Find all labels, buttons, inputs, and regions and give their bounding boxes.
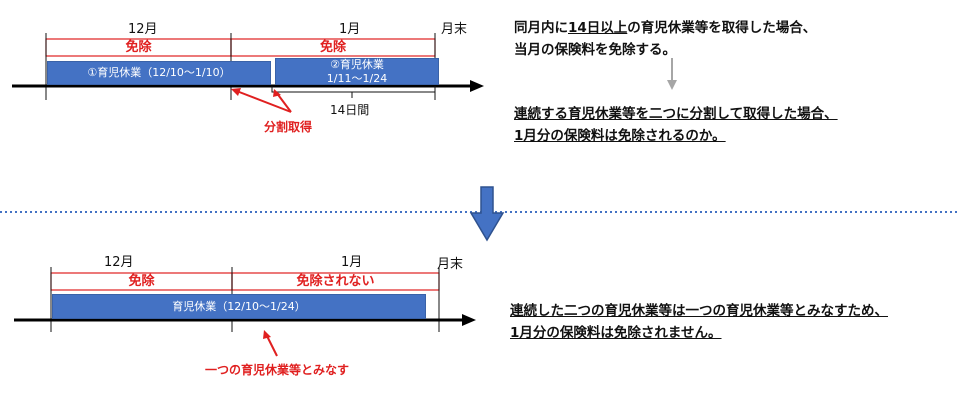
leave-bar-2-line2: 1/11〜1/24 [326, 71, 388, 85]
leave-bar-combined: 育児休業（12/10〜1/24） [52, 294, 426, 319]
bottom-exempt-dec-label: 免除 [128, 274, 155, 289]
gray-down-arrow [667, 58, 677, 90]
leave-bar-2: ②育児休業 1/11〜1/24 [275, 58, 439, 85]
leave-bar-2-line1: ②育児休業 [330, 57, 384, 71]
note1-line1: 同月内に14日以上の育児休業等を取得した場合、 [514, 20, 817, 36]
bottom-axis-arrowhead [462, 314, 476, 326]
split-label: 分割取得 [264, 120, 313, 134]
note1-underline: 14日以上 [568, 20, 628, 36]
days-label: 14日間 [330, 103, 370, 117]
big-down-arrow [469, 186, 505, 242]
bottom-month-end-label: 月末 [437, 257, 464, 272]
top-exempt-dec-label: 免除 [125, 40, 152, 55]
leave-bar-combined-label: 育児休業（12/10〜1/24） [172, 299, 306, 313]
note3: 連続した二つの育児休業等は一つの育児休業等とみなすため、 1月分の保険料は免除さ… [510, 300, 888, 344]
note3-line1: 連続した二つの育児休業等は一つの育児休業等とみなすため、 [510, 303, 888, 319]
bottom-not-exempt-label: 免除されない [296, 274, 375, 289]
bottom-month-jan-label: 1月 [341, 255, 363, 270]
days-brace [271, 86, 436, 98]
bottom-month-dec-label: 12月 [104, 255, 134, 270]
note2-line2: 1月分の保険料は免除されるのか。 [514, 128, 726, 144]
deem-label: 一つの育児休業等とみなす [205, 363, 350, 377]
top-month-end-label: 月末 [441, 22, 468, 37]
note1: 同月内に14日以上の育児休業等を取得した場合、 当月の保険料を免除する。 [514, 17, 816, 61]
top-exempt-jan-label: 免除 [319, 40, 346, 55]
leave-bar-1: ①育児休業（12/10〜1/10） [47, 61, 271, 85]
note2-line1: 連続する育児休業等を二つに分割して取得した場合、 [514, 106, 838, 122]
note2: 連続する育児休業等を二つに分割して取得した場合、 1月分の保険料は免除されるのか… [514, 103, 838, 147]
leave-bar-1-label: ①育児休業（12/10〜1/10） [87, 66, 231, 79]
top-month-dec-label: 12月 [128, 22, 158, 37]
note1-line2: 当月の保険料を免除する。 [514, 42, 676, 58]
top-month-jan-label: 1月 [339, 22, 361, 37]
top-axis-arrowhead [470, 80, 484, 92]
note3-line2: 1月分の保険料は免除されません。 [510, 325, 722, 341]
